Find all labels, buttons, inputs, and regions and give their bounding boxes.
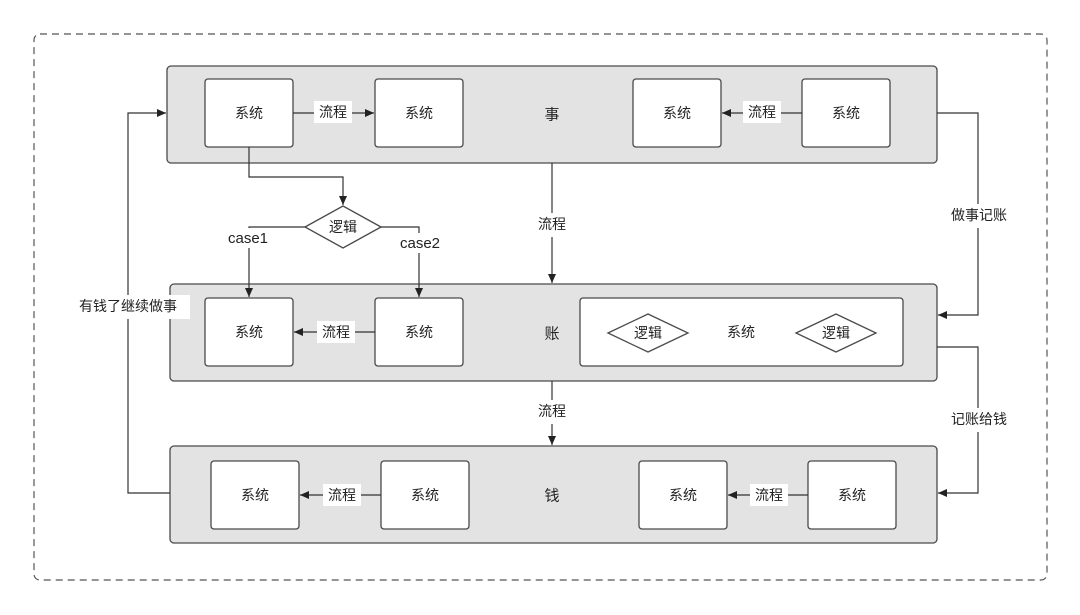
edge-label-money-continue: 有钱了继续做事: [79, 298, 177, 315]
edge-label-record-pay: 记账给钱: [951, 412, 1007, 428]
edge-label-flow-shi-1: 流程: [319, 105, 347, 121]
outer-frame: [33, 33, 1048, 581]
qian-system-2-label: 系统: [411, 488, 439, 504]
edge-label-flow-qian-1: 流程: [328, 488, 356, 504]
zhang-system-big-label: 系统: [727, 325, 755, 341]
qian-system-4-label: 系统: [838, 488, 866, 504]
layer-zhang: 系统 系统 系统 逻辑 逻辑 账: [169, 283, 938, 382]
qian-system-3: [638, 460, 728, 530]
edge-case1: [245, 226, 305, 297]
edge-label-flow-zhang-qian: 流程: [538, 404, 566, 420]
zhang-system-1-label: 系统: [235, 325, 263, 341]
edge-label-flow-qian-2: 流程: [755, 488, 783, 504]
zhang-system-big: [579, 297, 904, 367]
qian-system-3-label: 系统: [669, 488, 697, 504]
shi-system-3-label: 系统: [663, 106, 691, 122]
zhang-logic-left: [606, 313, 690, 353]
edge-system-to-logic: [248, 147, 347, 205]
zhang-system-2-label: 系统: [405, 325, 433, 341]
shi-system-3: [632, 78, 722, 148]
zhang-system-1: [204, 297, 294, 367]
layer-qian: 系统 系统 系统 系统 钱: [169, 445, 938, 544]
shi-system-2: [374, 78, 464, 148]
edge-label-case2: case2: [400, 235, 440, 252]
edge-label-case1: case1: [228, 230, 268, 247]
edge-label-work-record: 做事记账: [951, 208, 1007, 224]
shi-system-4-label: 系统: [832, 106, 860, 122]
layer-shi: 系统 系统 系统 系统 事: [166, 65, 938, 164]
layer-shi-label: 事: [544, 106, 559, 124]
logic-decision-label: 逻辑: [329, 220, 357, 236]
qian-system-1-label: 系统: [241, 488, 269, 504]
zhang-logic-right: [794, 313, 878, 353]
zhang-logic-right-label: 逻辑: [822, 326, 850, 342]
edge-case2: [381, 226, 423, 297]
layer-qian-label: 钱: [544, 487, 559, 505]
layer-zhang-label: 账: [544, 325, 559, 343]
shi-system-1-label: 系统: [235, 106, 263, 122]
edge-label-flow-zhang: 流程: [322, 325, 350, 341]
edge-label-flow-shi-zhang: 流程: [538, 217, 566, 233]
zhang-logic-left-label: 逻辑: [634, 326, 662, 342]
qian-system-1: [210, 460, 300, 530]
shi-system-2-label: 系统: [405, 106, 433, 122]
edge-label-flow-shi-2: 流程: [748, 105, 776, 121]
